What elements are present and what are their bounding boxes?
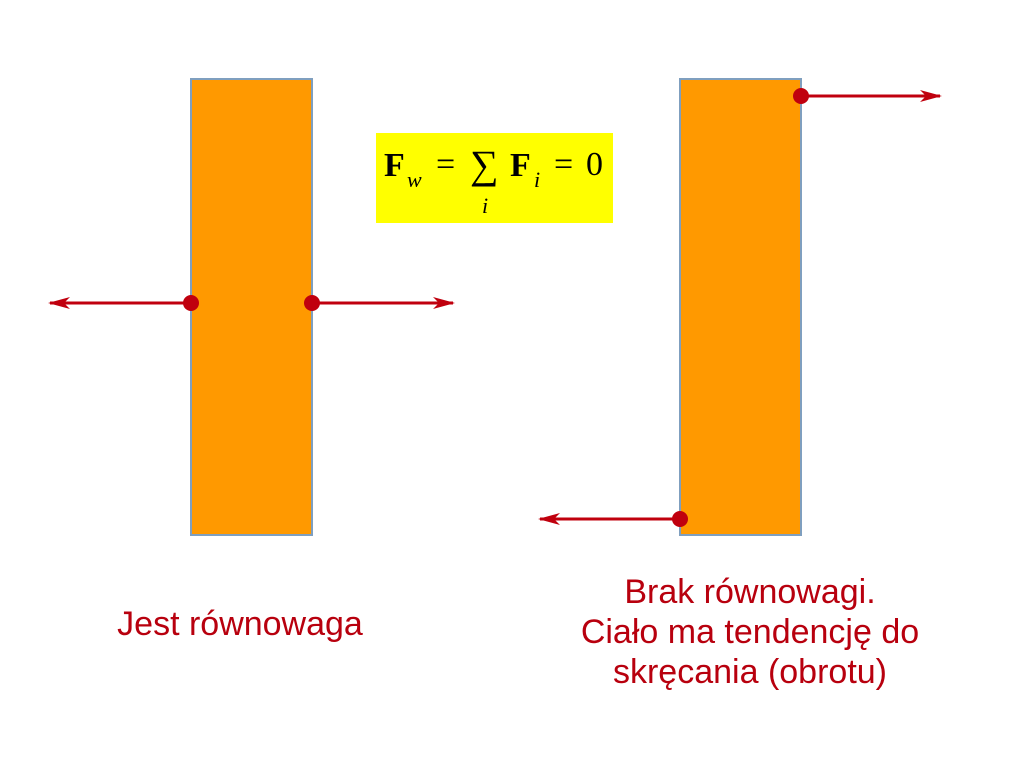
formula-F-i: F bbox=[510, 147, 531, 184]
formula-box: F w = ∑ i F i = 0 bbox=[376, 133, 613, 223]
right-force-point-top bbox=[793, 88, 809, 104]
formula-equals-2: = bbox=[554, 146, 574, 183]
formula-sigma: ∑ bbox=[470, 142, 499, 187]
formula-equals-1: = bbox=[436, 146, 456, 183]
formula-sigma-index: i bbox=[482, 193, 489, 218]
caption-no-equilibrium-line3: skręcania (obrotu) bbox=[612, 653, 887, 691]
formula-w-sub: w bbox=[407, 167, 422, 192]
caption-no-equilibrium: Brak równowagi. Ciało ma tendencję do sk… bbox=[520, 572, 980, 692]
left-body-bar bbox=[190, 78, 313, 536]
left-force-point-right bbox=[304, 295, 320, 311]
left-force-point-left bbox=[183, 295, 199, 311]
right-body-bar bbox=[679, 78, 802, 536]
formula-i-sub: i bbox=[534, 167, 541, 192]
caption-no-equilibrium-line2: Ciało ma tendencję do bbox=[580, 613, 920, 651]
equilibrium-formula: F w = ∑ i F i = 0 bbox=[376, 133, 613, 223]
formula-zero: 0 bbox=[586, 146, 603, 183]
formula-F: F bbox=[384, 147, 405, 184]
right-force-point-bottom bbox=[672, 511, 688, 527]
caption-no-equilibrium-line1: Brak równowagi. bbox=[624, 573, 876, 611]
caption-equilibrium: Jest równowaga bbox=[117, 605, 363, 643]
